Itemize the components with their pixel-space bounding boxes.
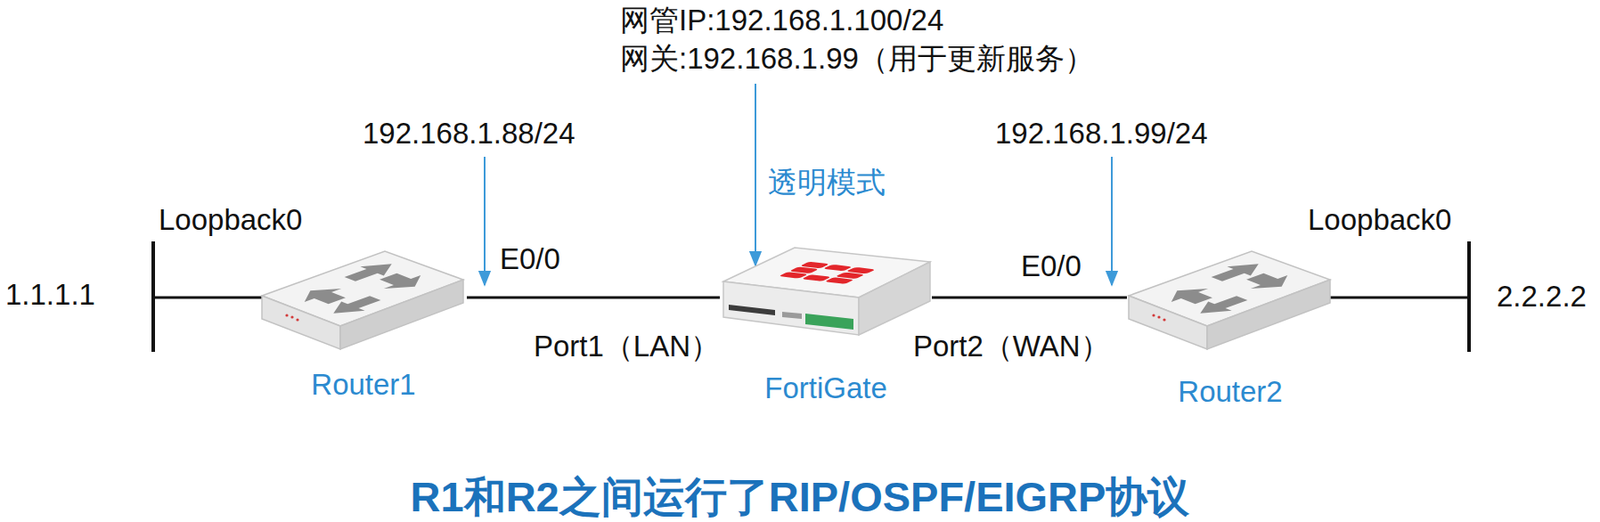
- annotation-label: 网管IP:192.168.1.100/24: [620, 3, 944, 38]
- link-line: [466, 296, 720, 300]
- annotation-label: E0/0: [1020, 249, 1082, 284]
- annotation-label: Loopback0: [1307, 203, 1452, 237]
- router-icon: [260, 244, 467, 353]
- pointer-arrow: [1110, 156, 1113, 286]
- annotation-label: 透明模式: [767, 165, 886, 200]
- port-label: Port1（LAN）: [533, 329, 720, 364]
- port-label: Port2（WAN）: [913, 329, 1111, 364]
- firewall-node: FortiGate: [719, 242, 932, 406]
- router-node: Router2: [1126, 244, 1334, 409]
- device-name: Router2: [1126, 375, 1334, 409]
- device-name: Router1: [260, 367, 467, 402]
- link-line: [931, 296, 1127, 300]
- router-node: Router1: [260, 244, 467, 402]
- router-icon: [1126, 244, 1334, 353]
- annotation-label: 网关:192.168.1.99（用于更新服务）: [620, 41, 1094, 76]
- loopback-wire: [1329, 296, 1470, 300]
- pointer-arrow: [754, 83, 757, 266]
- annotation-label: 2.2.2.2: [1496, 279, 1587, 314]
- annotation-label: E0/0: [499, 242, 561, 277]
- pointer-arrow: [483, 156, 486, 286]
- loopback-wire: [153, 296, 264, 300]
- annotation-label: 192.168.1.99/24: [995, 116, 1209, 151]
- diagram-title: R1和R2之间运行了RIP/OSPF/EIGRP协议: [0, 473, 1600, 522]
- firewall-icon: [719, 242, 932, 341]
- annotation-label: 1.1.1.1: [5, 277, 96, 312]
- annotation-label: 192.168.1.88/24: [362, 116, 576, 151]
- device-name: FortiGate: [719, 371, 932, 406]
- annotation-label: Loopback0: [158, 203, 303, 237]
